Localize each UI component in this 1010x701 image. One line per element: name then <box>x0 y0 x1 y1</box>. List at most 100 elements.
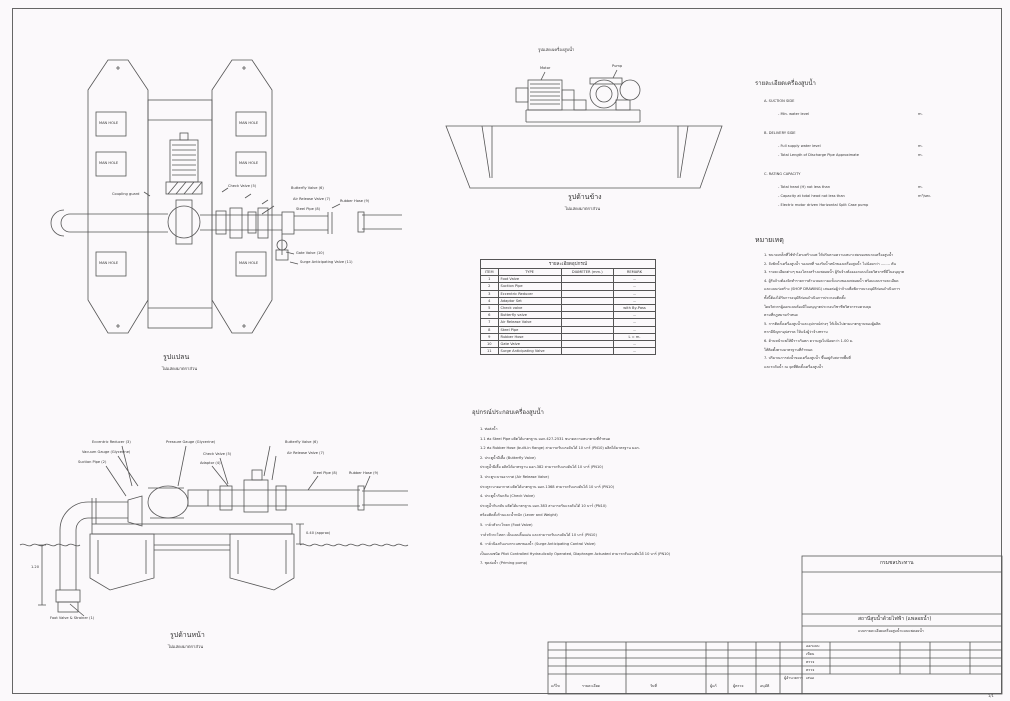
equipment-line: ประตูน้ำกันกลับ ผลิตได้มาตรฐาน มอก.383 ส… <box>480 503 607 508</box>
cell-remark: -- <box>613 347 656 356</box>
equipment-line: ประตูระบายอากาศ ผลิตได้มาตรฐาน มอก.1368 … <box>480 484 615 489</box>
cell-remark: -- <box>613 311 656 320</box>
callout-foot-valve: Foot Valve & Strainer (1) <box>50 616 95 620</box>
cell-type: Surge Anticipating Valve <box>497 347 562 356</box>
note-line: โดยวิศวกรผู้ออกแบบต้องมีใบอนุญาตประกอบวิ… <box>764 304 872 309</box>
tb-row: ตรวจ <box>806 660 815 664</box>
callout-vacuum-gauge: Vacuum Gauge (Glycerine) <box>82 450 131 454</box>
note-line: ทั้งนี้ต้องได้รับการอนุมัติก่อนดำเนินการ… <box>764 296 846 300</box>
motor-label: Motor <box>540 66 551 70</box>
manhole-label: MAN HOLE <box>99 261 119 265</box>
pump-label: Pump <box>612 64 623 68</box>
manhole-label: MAN HOLE <box>239 161 259 165</box>
cell-diameter <box>560 318 614 327</box>
cell-type: Steel Pipe <box>497 325 562 334</box>
equipment-line: 4. ประตูน้ำกันกลับ (Check Valve) <box>480 494 535 499</box>
equipment-line: 1.2 ท่อ Rubber Hose (built-in flange) สา… <box>480 446 640 451</box>
plan-view-subtitle: ไม่แสดงมาตราส่วน <box>162 366 198 371</box>
cell-diameter <box>560 282 614 291</box>
cell-diameter <box>560 347 614 356</box>
spec-item-unit: m. <box>918 112 923 116</box>
note-line: 3. รายละเอียดต่างๆ ของโครงสร้างแพลอยน้ำ … <box>764 270 905 275</box>
cell-type: Rubber Hose <box>497 332 562 341</box>
parts-table: รายละเอียดอุปกรณ์ ITEM TYPE DIAMETER (mm… <box>480 259 656 356</box>
cell-type: Air Release Valve <box>497 318 562 327</box>
callout-steel-pipe: Steel Pipe (8) <box>296 207 321 211</box>
cell-diameter <box>560 339 614 349</box>
depth-label: 0.40 (approx) <box>306 531 331 535</box>
callout-surge-valve: Surge Anticipating Valve (11) <box>300 260 353 264</box>
cell-item: 6 <box>480 311 499 320</box>
tb-row: เขียน <box>806 652 815 656</box>
spec-item-label: - Electric motor driven Horizontal Split… <box>778 203 869 207</box>
cell-item: 8 <box>480 325 499 334</box>
note-line: 5. การติดตั้งเครื่องสูบน้ำและอุปกรณ์ต่าง… <box>764 321 881 326</box>
plan-view-title: รูปแปลน <box>163 353 190 361</box>
tb-bottom-cell: ผู้แก้ <box>710 684 717 688</box>
parts-table-header: ITEM TYPE DIAMETER (mm.) REMARK <box>480 267 656 277</box>
note-line: ตามที่กฎหมายกำหนด <box>764 313 798 318</box>
cell-diameter <box>560 289 614 298</box>
drawing-frame <box>12 8 1002 694</box>
drawing-title: แบบรายละเอียดเครื่องสูบน้ำแบบแพลอยน้ำ <box>858 629 924 633</box>
cell-item: 11 <box>480 347 499 356</box>
cell-remark: -- <box>613 282 656 291</box>
callout-rubber-hose-front: Rubber Hose (9) <box>349 471 379 475</box>
note-line: หากมีปัญหาอุปสรรค ให้แจ้งผู้ว่าจ้างทราบ <box>764 330 828 335</box>
equipment-line: 5. วาล์วหัวกะโหลก (Foot Valve) <box>480 523 533 527</box>
approved-by: ผู้อำนวยการ <box>784 676 803 680</box>
cell-remark: -- <box>613 296 656 305</box>
cell-type: Check valve <box>497 303 562 313</box>
side-view-drawing <box>445 69 723 189</box>
depth-label: 1.20 <box>31 565 40 569</box>
cell-diameter <box>560 303 614 313</box>
spec-item-unit: m. <box>918 185 923 189</box>
spec-item-unit: m³/sec. <box>918 194 932 198</box>
manhole-label: MAN HOLE <box>239 121 259 125</box>
side-view-title: รูปด้านข้าง <box>568 193 602 201</box>
title-block-lines <box>547 555 1003 695</box>
cell-type: Foot Valve <box>497 275 562 284</box>
cell-item: 5 <box>480 303 499 313</box>
cell-diameter <box>560 275 614 284</box>
note-line: 2. ถังพักน้ำเครื่องสูบน้ำ รองแพที่ รองรั… <box>764 261 896 266</box>
spec-item-unit: m. <box>918 153 923 157</box>
tb-row: ออกแบบ <box>806 644 820 648</box>
note-line: 4. ผู้รับจ้างต้องจัดทำรายการคำนวณความแข็… <box>764 278 899 283</box>
callout-pressure-gauge: Pressure Gauge (Glycerine) <box>166 440 216 444</box>
cell-diameter <box>560 311 614 320</box>
cell-item: 4 <box>480 296 499 305</box>
equipment-line: 1.1 ท่อ Steel Pipe ผลิตได้มาตรฐาน มอก.42… <box>480 436 611 441</box>
equipment-line: ประตูน้ำผีเสื้อ ผลิตได้มาตรฐาน มอก.382 ส… <box>480 465 603 470</box>
note-line: ให้ติดตั้งตามมาตรฐานที่กำหนด <box>764 347 813 352</box>
equipment-line: 7. ชุดล่อน้ำ (Priming pump) <box>480 561 528 566</box>
cell-remark: L = m. <box>613 332 656 341</box>
equipment-line: 2. ประตูน้ำผีเสื้อ (Butterfly Valve) <box>480 455 536 460</box>
callout-suction-pipe: Suction Pipe (2) <box>78 460 107 464</box>
cell-item: 3 <box>480 289 499 298</box>
cell-remark: -- <box>613 289 656 298</box>
callout-butterfly-valve: Butterfly Valve (6) <box>291 186 324 190</box>
callout-butterfly-valve-front: Butterfly Valve (6) <box>285 440 318 444</box>
callout-coupling-guard: Coupling guard <box>112 192 140 196</box>
spec-item-label: - Total Length of Discharge Pipe Approxi… <box>778 153 859 157</box>
spec-item-unit: m. <box>918 144 923 148</box>
callout-steel-pipe-front: Steel Pipe (8) <box>313 471 338 475</box>
cell-remark: -- <box>613 325 656 334</box>
sheet-number: 1/1 <box>988 694 994 698</box>
side-view-subtitle: ไม่แสดงมาตราส่วน <box>565 206 601 211</box>
spec-section-heading: B. DELIVERY SIDE <box>764 131 796 135</box>
tb-bottom-cell: อนุมัติ <box>760 684 770 688</box>
tb-bottom-cell: รายละเอียด <box>582 684 601 688</box>
callout-rubber-hose: Rubber Hose (9) <box>340 199 370 203</box>
manhole-label: MAN HOLE <box>239 261 259 265</box>
